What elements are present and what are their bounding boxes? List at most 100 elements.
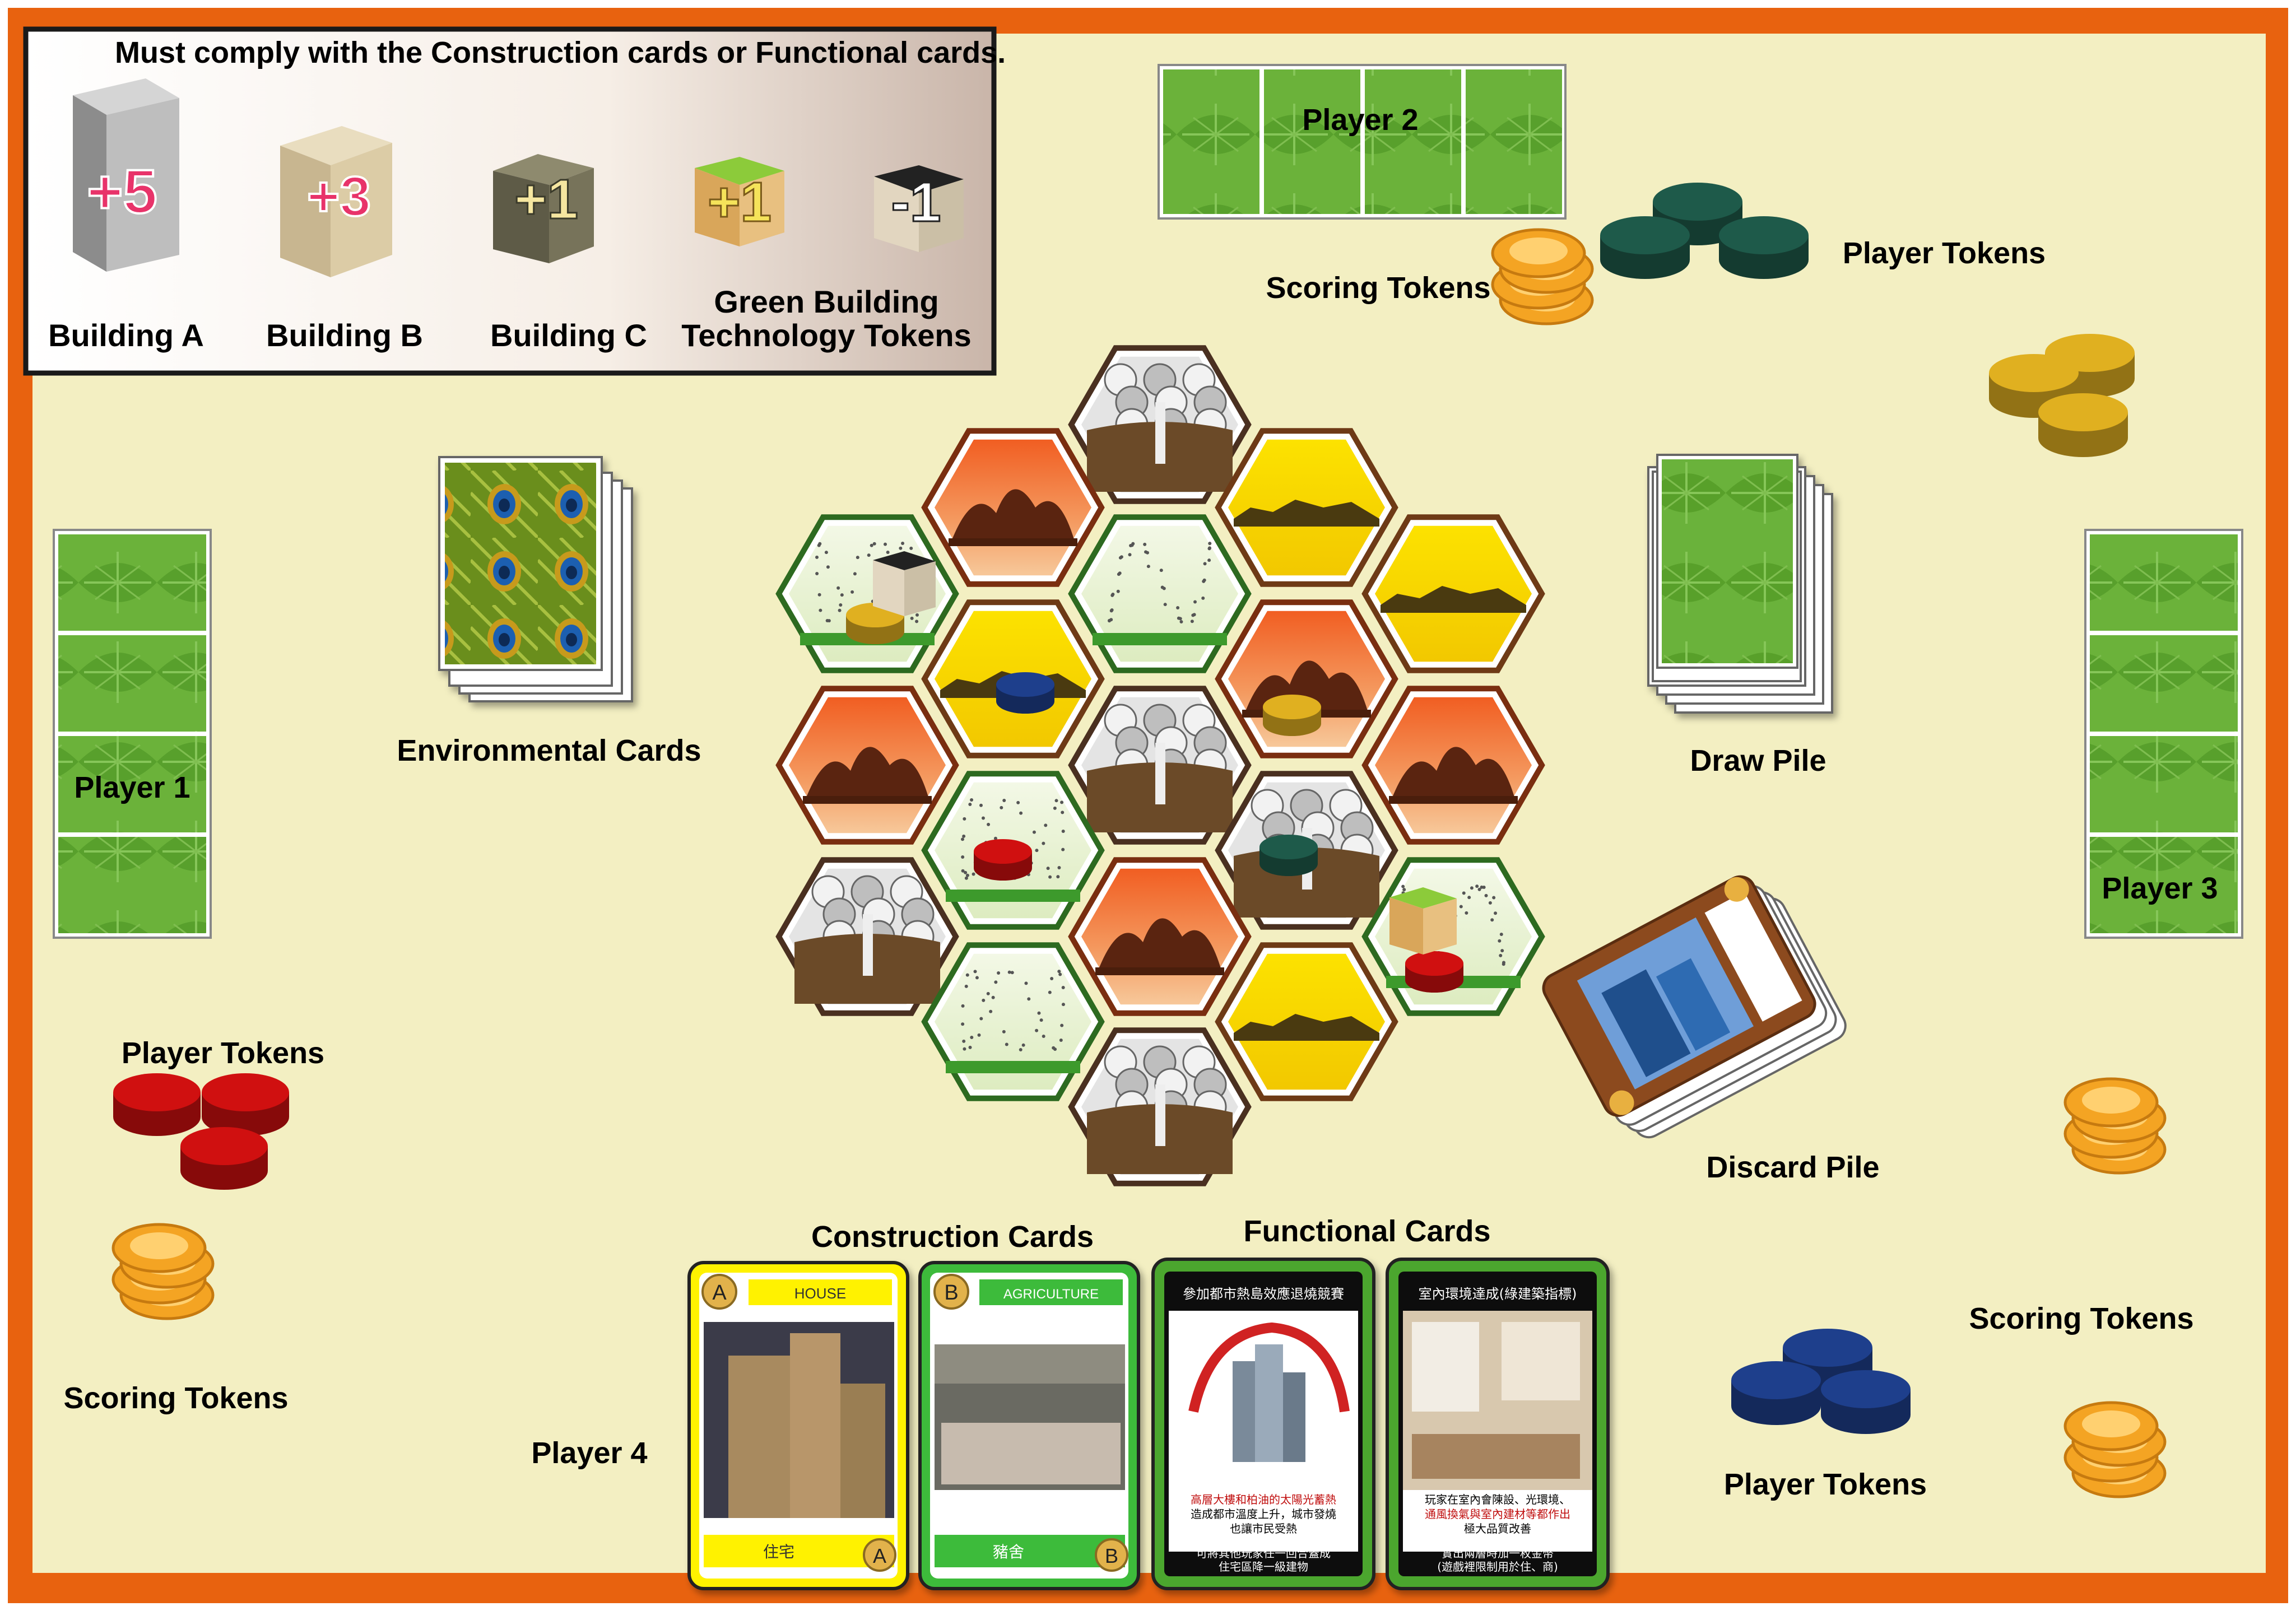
functional-cards-label: Functional Cards <box>1243 1214 1490 1248</box>
red-player-token[interactable] <box>974 839 1032 881</box>
functional2-footer1: 實出兩層時加一枚金幣 <box>1442 1547 1554 1560</box>
draw-pile-label: Draw Pile <box>1690 744 1826 777</box>
hex-tile-green[interactable] <box>921 942 1105 1101</box>
house-footer: 住宅 <box>763 1543 794 1561</box>
functional-card-indoor-env[interactable]: 室內環境達成(綠建築指標) 玩家在室內會陳設、光環境、 通風換氣與室內建材等都作… <box>1386 1258 1610 1590</box>
player-3-card <box>2090 635 2238 732</box>
minus-token-on-board[interactable] <box>873 551 936 616</box>
scoring-token-stack[interactable] <box>1491 228 1594 325</box>
blue-player-token[interactable] <box>1731 1361 1821 1425</box>
player-1-area: Player 1 <box>53 529 212 939</box>
svg-text:A: A <box>873 1544 886 1567</box>
building-b-value: +3 <box>307 165 371 228</box>
scoring-tokens-label-top: Scoring Tokens <box>1266 271 1490 305</box>
player-1-card <box>58 534 206 631</box>
house-title: HOUSE <box>794 1285 846 1302</box>
player-tokens-label-br: Player Tokens <box>1724 1468 1927 1501</box>
functional2-footer2: (遊戲裡限制用於住、商) <box>1437 1560 1558 1573</box>
functional2-title: 室內環境達成(綠建築指標) <box>1419 1286 1577 1302</box>
functional2-body3: 極大品質改善 <box>1464 1522 1531 1535</box>
red-player-token[interactable] <box>202 1073 289 1136</box>
hex-tile-gray[interactable] <box>1068 345 1252 504</box>
functional1-title: 參加都市熱島效應退燒競賽 <box>1183 1286 1344 1302</box>
hex-tile-yellow[interactable] <box>1361 514 1545 673</box>
green-tech-label-line1: Green Building <box>714 284 938 319</box>
legend-title: Must comply with the Construction cards … <box>115 36 1006 69</box>
construction-card-agriculture[interactable]: B AGRICULTURE 豬舍 B <box>918 1261 1140 1590</box>
building-a-value: +5 <box>87 157 157 226</box>
hex-tile-yellow[interactable] <box>1215 428 1398 587</box>
hex-tile-orange[interactable] <box>1068 857 1252 1016</box>
environmental-cards-deck[interactable] <box>438 456 633 702</box>
agriculture-title: AGRICULTURE <box>1003 1287 1099 1302</box>
svg-text:B: B <box>1105 1544 1118 1567</box>
functional-card-heat-island[interactable]: 參加都市熱島效應退燒競賽 高層大樓和柏油的太陽光蓄熱 造成都市溫度上升，城市發燒… <box>1151 1258 1375 1590</box>
teal-player-token[interactable] <box>1600 216 1690 279</box>
building-a-label: Building A <box>48 318 204 353</box>
hex-tile-green[interactable] <box>1068 514 1252 673</box>
agriculture-footer: 豬舍 <box>993 1543 1024 1561</box>
scoring-tokens-label-left: Scoring Tokens <box>63 1381 288 1415</box>
player-tokens-label-tr: Player Tokens <box>1843 236 2046 270</box>
player-2-card <box>1466 69 1562 214</box>
hex-tile-orange[interactable] <box>775 686 959 845</box>
functional1-footer2: 住宅區降一級建物 <box>1219 1560 1308 1573</box>
player-1-card <box>58 635 206 732</box>
minus-token-value: -1 <box>891 171 941 234</box>
yellow-player-token[interactable] <box>2038 393 2128 457</box>
blue-player-token[interactable] <box>996 672 1054 714</box>
hex-tile-gray[interactable] <box>775 857 959 1016</box>
blue-player-token[interactable] <box>1821 1370 1911 1434</box>
green-tech-label-line2: Technology Tokens <box>681 318 972 353</box>
functional2-body2: 通風換氣與室內建材等都作出 <box>1425 1507 1570 1521</box>
player-2-card <box>1163 69 1259 214</box>
player-tokens-label-left: Player Tokens <box>122 1036 324 1070</box>
construction-card-house[interactable]: A HOUSE 住宅 A <box>687 1261 909 1590</box>
token-layer <box>111 183 2167 1498</box>
discard-pile-label: Discard Pile <box>1706 1151 1879 1184</box>
building-a-icon <box>73 78 179 272</box>
scoring-tokens-label-right: Scoring Tokens <box>1969 1302 2193 1335</box>
draw-pile[interactable] <box>1647 454 1833 714</box>
yellow-player-token[interactable] <box>1263 695 1321 736</box>
environmental-cards-label: Environmental Cards <box>397 734 701 767</box>
construction-cards-label: Construction Cards <box>811 1220 1094 1254</box>
environmental-card-top <box>445 463 596 664</box>
building-b-label: Building B <box>266 318 423 353</box>
player-2-label: Player 2 <box>1302 103 1418 137</box>
hex-tile-orange[interactable] <box>921 428 1105 587</box>
building-c-icon <box>493 154 594 263</box>
scoring-token-stack[interactable] <box>111 1223 215 1320</box>
player-3-card <box>2090 837 2238 933</box>
player-3-area: Player 3 <box>2084 529 2243 939</box>
house-badge: A <box>712 1281 727 1305</box>
teal-player-token[interactable] <box>1259 835 1318 876</box>
hex-tile-gray[interactable] <box>1068 1027 1252 1186</box>
player-2-card <box>1264 69 1360 214</box>
player-2-area: Player 2 <box>1158 64 1567 220</box>
building-c-value: +1 <box>514 168 578 231</box>
player-3-card <box>2090 736 2238 832</box>
player-1-label: Player 1 <box>74 771 190 804</box>
functional1-body2: 造成都市溫度上升，城市發燒 <box>1191 1507 1336 1521</box>
scoring-token-stack[interactable] <box>2063 1401 2167 1498</box>
discard-pile[interactable] <box>1538 863 1851 1150</box>
red-player-token[interactable] <box>180 1127 268 1190</box>
player-3-label: Player 3 <box>2102 872 2218 905</box>
minus-token-icon <box>874 165 964 252</box>
scoring-token-stack[interactable] <box>2063 1077 2167 1175</box>
player-1-card <box>58 736 206 832</box>
green-tech-token-on-board[interactable] <box>1389 887 1457 955</box>
red-player-token[interactable] <box>113 1073 201 1136</box>
teal-player-token[interactable] <box>1719 216 1809 279</box>
hex-tile-orange[interactable] <box>1361 686 1545 845</box>
functional2-body1: 玩家在室內會陳設、光環境、 <box>1425 1493 1570 1506</box>
building-c-label: Building C <box>490 318 647 353</box>
red-player-token[interactable] <box>1405 951 1463 993</box>
building-b-icon <box>280 126 392 277</box>
agriculture-badge: B <box>944 1281 958 1305</box>
hex-tile-gray[interactable] <box>1068 686 1252 845</box>
hex-tile-yellow[interactable] <box>1215 942 1398 1101</box>
building-legend: Must comply with the Construction cards … <box>23 26 1006 376</box>
